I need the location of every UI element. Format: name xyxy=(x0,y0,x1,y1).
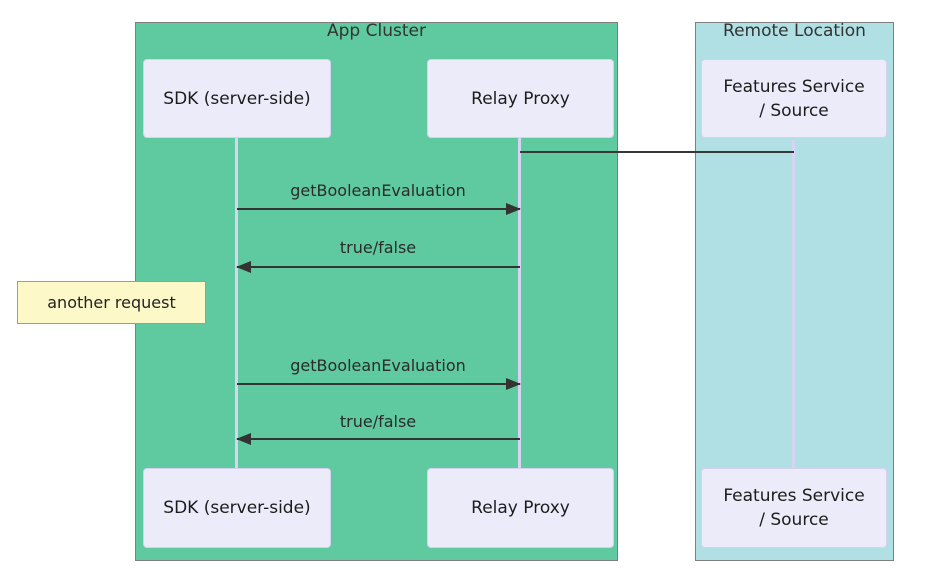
actor-features-service-top: Features Service / Source xyxy=(701,59,887,138)
message-line xyxy=(237,383,520,385)
actor-features-label-line1: Features Service xyxy=(723,486,865,506)
message-arrow-3 xyxy=(237,378,521,390)
note-another-request: another request xyxy=(17,281,206,324)
arrow-left-icon xyxy=(236,261,251,273)
actor-sdk-bottom: SDK (server-side) xyxy=(143,468,331,548)
message-arrow-1 xyxy=(237,203,521,215)
message-label-get-boolean-evaluation-1: getBooleanEvaluation xyxy=(290,181,466,200)
relay-proxy-lifeline xyxy=(518,138,521,468)
actor-relay-label: Relay Proxy xyxy=(471,88,570,109)
app-cluster-title: App Cluster xyxy=(327,21,426,41)
message-line xyxy=(237,438,520,440)
note-label: another request xyxy=(47,293,176,312)
actor-relay-label: Relay Proxy xyxy=(471,498,570,518)
message-label-true-false-1: true/false xyxy=(339,238,417,257)
features-service-lifeline xyxy=(792,140,795,468)
actor-sdk-top: SDK (server-side) xyxy=(143,59,331,138)
actor-sdk-label: SDK (server-side) xyxy=(163,88,311,109)
message-line xyxy=(237,208,520,210)
message-arrow-4 xyxy=(236,433,520,445)
message-line xyxy=(237,266,520,268)
relay-to-features-link xyxy=(520,151,794,153)
arrow-right-icon xyxy=(506,378,521,390)
message-arrow-2 xyxy=(236,261,520,273)
sdk-lifeline xyxy=(235,138,238,468)
message-label-get-boolean-evaluation-2: getBooleanEvaluation xyxy=(290,356,466,375)
actor-features-label-line2: / Source xyxy=(759,100,829,121)
actor-relay-proxy-bottom: Relay Proxy xyxy=(427,468,614,548)
message-label-true-false-2: true/false xyxy=(339,412,417,431)
actor-features-service-bottom: Features Service / Source xyxy=(701,468,887,548)
arrow-left-icon xyxy=(236,433,251,445)
actor-sdk-label: SDK (server-side) xyxy=(163,498,311,518)
actor-features-label-line2: / Source xyxy=(759,510,829,530)
actor-features-label-line1: Features Service xyxy=(723,76,865,97)
actor-relay-proxy-top: Relay Proxy xyxy=(427,59,614,138)
arrow-right-icon xyxy=(506,203,521,215)
remote-location-title: Remote Location xyxy=(723,21,866,41)
